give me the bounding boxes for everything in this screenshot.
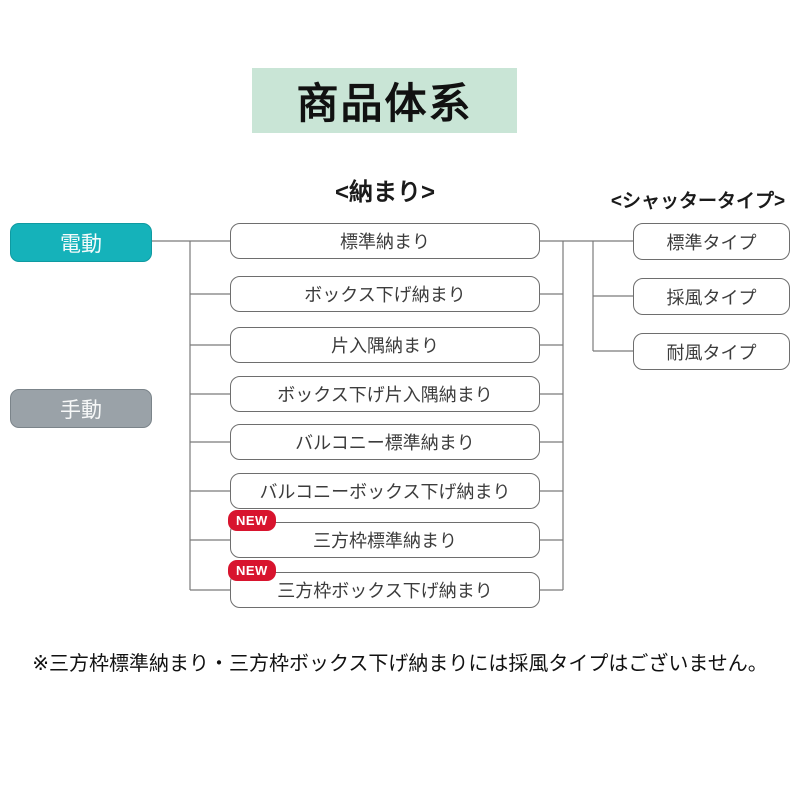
nakamari-box-4: ボックス下げ片入隅納まり [230,376,540,412]
nakamari-box-label: 三方枠標準納まり [313,531,457,551]
drive-mode-manual: 手動 [10,389,152,428]
shutter-type-box-3: 耐風タイプ [633,333,790,370]
nakamari-box-6: バルコニーボックス下げ納まり [230,473,540,509]
drive-mode-manual-label: 手動 [60,398,102,422]
nakamari-box-8: NEW 三方枠ボックス下げ納まり [228,560,540,608]
drive-mode-electric: 電動 [10,223,152,262]
nakamari-box-label: ボックス下げ片入隅納まり [277,385,493,405]
shutter-type-label: 標準タイプ [666,232,757,253]
nakamari-box-label: 三方枠ボックス下げ納まり [277,581,493,601]
nakamari-box-1: 標準納まり [230,223,540,259]
shutter-type-label: 採風タイプ [666,287,757,308]
nakamari-box-label: バルコニー標準納まり [295,433,475,453]
nakamari-box-label: 標準納まり [340,232,430,252]
shutter-type-box-1: 標準タイプ [633,223,790,260]
shutter-type-box-2: 採風タイプ [633,278,790,315]
nakamari-box-5: バルコニー標準納まり [230,424,540,460]
shutter-type-column-header: <シャッタータイプ> [610,191,786,212]
nakamari-box-7: NEW 三方枠標準納まり [228,510,540,558]
footnote: ※三方枠標準納まり・三方枠ボックス下げ納まりには採風タイプはございません。 [32,653,768,675]
nakamari-box-2: ボックス下げ納まり [230,276,540,312]
nakamari-column-header: <納まり> [334,179,436,206]
page-title: 商品体系 [252,68,517,133]
nakamari-box-label: バルコニーボックス下げ納まり [259,482,511,502]
shutter-type-label: 耐風タイプ [666,342,757,363]
new-badge: NEW [228,560,276,581]
nakamari-box-label: 片入隅納まり [331,336,439,356]
new-badge: NEW [228,510,276,531]
nakamari-box-3: 片入隅納まり [230,327,540,363]
nakamari-box-label: ボックス下げ納まり [304,285,466,305]
drive-mode-electric-label: 電動 [60,232,102,256]
